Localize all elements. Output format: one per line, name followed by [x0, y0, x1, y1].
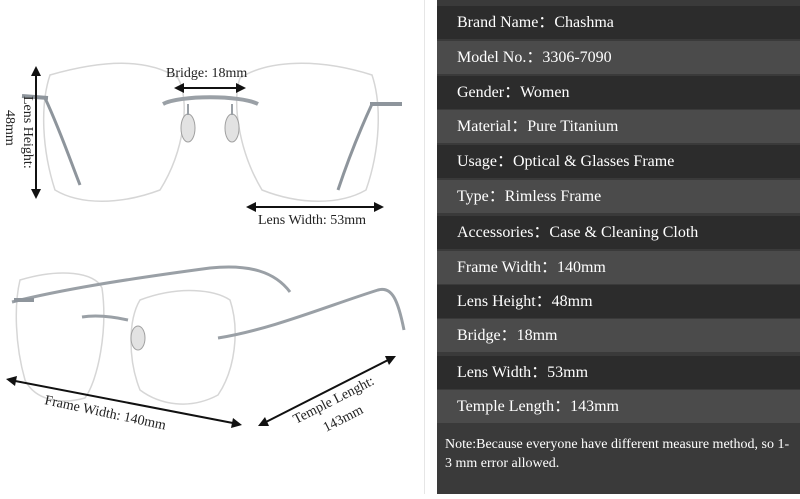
lens-height-label: Lens Height: [20, 96, 35, 169]
spec-label: Accessories： [457, 224, 550, 241]
bridge-bar [162, 95, 259, 106]
lens-width-label: Lens Width: 53mm [258, 213, 366, 228]
spec-value: 18mm [516, 327, 558, 344]
left-lens-front [42, 62, 185, 202]
left-temple-front [43, 97, 82, 186]
spec-row-usage: Usage：Optical & Glasses Frame [437, 145, 800, 178]
right-temple-front [336, 103, 374, 191]
left-nose-pad [180, 113, 196, 143]
temple-length-arrow [261, 357, 393, 425]
spec-row-gender: Gender：Women [437, 76, 800, 109]
bridge-label: Bridge: 18mm [166, 66, 247, 81]
spec-value: 140mm [556, 259, 606, 276]
right-lens-side [130, 289, 236, 405]
product-diagram-panel: Bridge: 18mm Lens Width: 53mm Lens Heigh… [0, 0, 425, 494]
spec-label: Lens Width： [457, 364, 548, 381]
glasses-diagram: Bridge: 18mm Lens Width: 53mm Lens Heigh… [2, 62, 406, 436]
measurement-note: Note:Because everyone have different mea… [437, 427, 800, 494]
spec-value: 53mm [547, 364, 589, 381]
right-lens-front [235, 62, 379, 202]
spec-row-model: Model No.：3306-7090 [437, 41, 800, 74]
spec-value: Rimless Frame [504, 188, 602, 205]
spec-label: Temple Length： [457, 398, 571, 415]
spec-value: Case & Cleaning Cloth [549, 224, 699, 241]
right-nose-pad [224, 113, 240, 143]
spec-value: Optical & Glasses Frame [513, 153, 675, 170]
spec-row-lens-width: Lens Width：53mm [437, 356, 800, 389]
spec-row-lens-height: Lens Height：48mm [437, 285, 800, 318]
spec-label: Material： [457, 118, 528, 135]
spec-label: Model No.： [457, 49, 543, 66]
spec-row-temple-length: Temple Length：143mm [437, 390, 800, 423]
spec-value: 48mm [551, 293, 593, 310]
spec-label: Bridge： [457, 327, 517, 344]
spec-label: Type： [457, 188, 505, 205]
spec-label: Usage： [457, 153, 513, 170]
spec-value: Pure Titanium [527, 118, 619, 135]
spec-label: Gender： [457, 84, 521, 101]
spec-label: Brand Name： [457, 14, 555, 31]
spec-panel: Brand Name：Chashma Model No.：3306-7090 G… [437, 0, 800, 494]
spec-row-brand: Brand Name：Chashma [437, 6, 800, 39]
spec-row-type: Type：Rimless Frame [437, 180, 800, 213]
nose-pad-side [130, 325, 146, 351]
spec-row-material: Material：Pure Titanium [437, 110, 800, 143]
spec-label: Frame Width： [457, 259, 557, 276]
spec-value: Chashma [554, 14, 614, 31]
spec-value: 143mm [570, 398, 619, 415]
lens-height-value: 48mm [2, 110, 17, 146]
spec-row-accessories: Accessories：Case & Cleaning Cloth [437, 216, 800, 249]
spec-row-bridge: Bridge：18mm [437, 319, 800, 352]
frame-width-arrow [9, 379, 239, 425]
right-temple-side [217, 287, 406, 340]
bridge-side [81, 314, 129, 322]
left-temple-side [11, 265, 292, 304]
spec-row-frame-width: Frame Width：140mm [437, 251, 800, 284]
spec-value: Women [520, 84, 570, 101]
spec-label: Lens Height： [457, 293, 552, 310]
spec-value: 3306-7090 [542, 49, 612, 66]
left-lens-side [15, 272, 105, 402]
